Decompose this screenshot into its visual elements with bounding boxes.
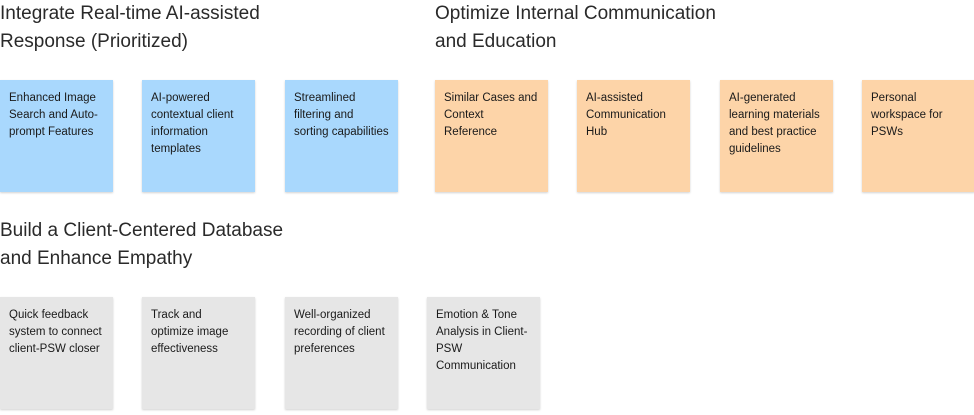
group-title-ai-response: Integrate Real-time AI-assisted Response… bbox=[0, 3, 260, 52]
group-client-database: Build a Client-Centered Database and Enh… bbox=[0, 217, 283, 273]
sticky-note-emotion-tone[interactable]: Emotion & Tone Analysis in Client-PSW Co… bbox=[427, 297, 540, 409]
sticky-note-client-templates[interactable]: AI-powered contextual client information… bbox=[142, 80, 255, 192]
sticky-note-feedback-system[interactable]: Quick feedback system to connect client-… bbox=[0, 297, 113, 409]
sticky-note-similar-cases[interactable]: Similar Cases and Context Reference bbox=[435, 80, 548, 192]
sticky-note-communication-hub[interactable]: AI-assisted Communication Hub bbox=[577, 80, 690, 192]
sticky-note-image-search[interactable]: Enhanced Image Search and Auto-prompt Fe… bbox=[0, 80, 113, 192]
sticky-note-image-effectiveness[interactable]: Track and optimize image effectiveness bbox=[142, 297, 255, 409]
sticky-note-learning-materials[interactable]: AI-generated learning materials and best… bbox=[720, 80, 833, 192]
group-title-internal-communication: Optimize Internal Communication and Educ… bbox=[435, 3, 716, 52]
sticky-note-personal-workspace[interactable]: Personal workspace for PSWs bbox=[862, 80, 974, 192]
group-internal-communication: Optimize Internal Communication and Educ… bbox=[435, 0, 716, 56]
group-title-client-database: Build a Client-Centered Database and Enh… bbox=[0, 220, 284, 269]
sticky-note-filtering-sorting[interactable]: Streamlined filtering and sorting capabi… bbox=[285, 80, 398, 192]
group-ai-response: Integrate Real-time AI-assisted Response… bbox=[0, 0, 260, 56]
sticky-note-client-preferences[interactable]: Well-organized recording of client prefe… bbox=[285, 297, 398, 409]
